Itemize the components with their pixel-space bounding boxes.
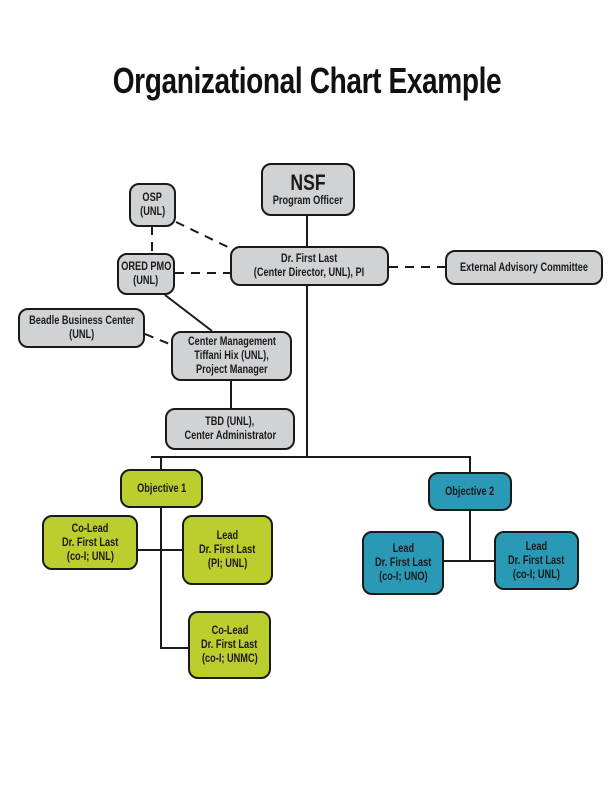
- line-ored-mgmt: [164, 294, 213, 332]
- node-line: Dr. First Last: [201, 639, 258, 651]
- node-line: Dr. First Last: [508, 554, 565, 567]
- node-line: (co-I; UNMC): [201, 653, 258, 665]
- node-line: Objective 1: [136, 482, 187, 495]
- line-obj1-stem: [160, 507, 188, 649]
- node-ored-pmo: ORED PMO (UNL): [117, 253, 175, 295]
- node-line: (UNL): [139, 206, 166, 218]
- node-line: (co-I; UNL): [66, 550, 114, 563]
- node-obj1-lead-pi: Lead Dr. First Last (PI; UNL): [182, 515, 273, 585]
- node-line: Co-Lead: [71, 522, 109, 535]
- node-line: TBD (UNL),: [205, 416, 255, 428]
- node-line: OSP: [142, 192, 163, 204]
- node-external-advisory-committee: External Advisory Committee: [445, 250, 603, 285]
- node-obj1-colead-unl: Co-Lead Dr. First Last (co-I; UNL): [42, 515, 138, 570]
- node-line: Lead: [216, 530, 239, 542]
- node-line: Lead: [525, 540, 548, 553]
- node-line: Dr. First Last: [374, 557, 432, 569]
- node-objective-2: Objective 2: [428, 472, 512, 511]
- node-obj2-lead-uno: Lead Dr. First Last (co-I; UNO): [362, 531, 444, 595]
- node-subtitle: Program Officer: [272, 194, 344, 207]
- node-director: Dr. First Last (Center Director, UNL), P…: [230, 246, 389, 286]
- node-center-management: Center Management Tiffani Hix (UNL), Pro…: [171, 331, 292, 381]
- node-line: (co-I; UNL): [512, 568, 560, 581]
- node-beadle: Beadle Business Center (UNL): [18, 308, 145, 348]
- node-line: ORED PMO: [120, 261, 172, 273]
- node-line: (co-I; UNO): [378, 571, 428, 583]
- dashed-beadle-mgmt: [144, 333, 173, 346]
- node-line: (UNL): [68, 329, 95, 341]
- node-osp: OSP (UNL): [129, 183, 176, 227]
- node-line: Dr. First Last: [281, 253, 338, 265]
- node-line: Project Manager: [195, 364, 268, 376]
- dashed-osp-director: [175, 221, 233, 250]
- node-obj2-lead-unl: Lead Dr. First Last (co-I; UNL): [494, 531, 579, 590]
- node-line: Center Management: [187, 336, 276, 348]
- node-line: Dr. First Last: [61, 536, 119, 549]
- node-title: NSF: [290, 169, 326, 195]
- node-line: (UNL): [133, 275, 159, 287]
- node-nsf: NSF Program Officer: [261, 163, 355, 216]
- node-line: Center Administrator: [184, 430, 276, 442]
- node-line: Dr. First Last: [199, 544, 256, 556]
- node-line: Beadle Business Center: [28, 315, 135, 327]
- node-objective-1: Objective 1: [120, 469, 203, 508]
- node-line: Tiffani Hix (UNL),: [194, 350, 269, 362]
- node-line: Lead: [392, 543, 414, 555]
- node-line: (PI; UNL): [207, 558, 248, 570]
- node-line: Co-Lead: [211, 625, 248, 637]
- node-line: External Advisory Committee: [460, 261, 589, 274]
- node-obj1-colead-unmc: Co-Lead Dr. First Last (co-I; UNMC): [188, 611, 271, 679]
- node-line: Objective 2: [445, 485, 495, 498]
- chart-title: Organizational Chart Example: [112, 60, 502, 101]
- node-tbd: TBD (UNL), Center Administrator: [165, 408, 295, 450]
- node-line: (Center Director, UNL), PI: [254, 267, 365, 279]
